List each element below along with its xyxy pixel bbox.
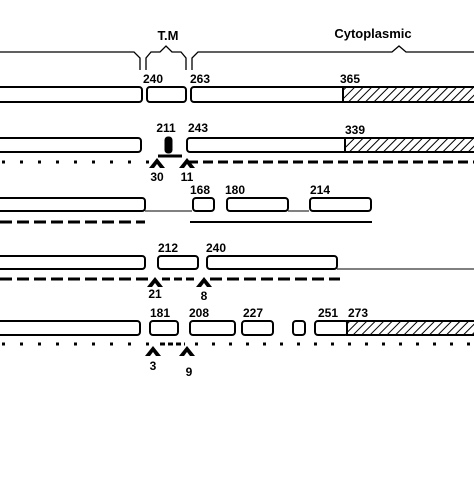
label-180: 180 bbox=[225, 183, 245, 197]
row-5: 181 208 227 251 273 3 9 bbox=[0, 306, 474, 379]
arrow-icon bbox=[196, 277, 212, 287]
row-4: 212 240 21 8 bbox=[0, 241, 474, 303]
segment bbox=[192, 197, 215, 212]
segment bbox=[314, 320, 349, 336]
cyto-bracket bbox=[191, 45, 474, 70]
hatched-region bbox=[342, 86, 474, 103]
hatched-region bbox=[346, 320, 474, 336]
arrow-icon bbox=[179, 158, 195, 168]
label-181: 181 bbox=[150, 306, 170, 320]
tm-label: T.M bbox=[158, 28, 179, 43]
arrow-icon bbox=[147, 277, 163, 287]
arrow-icon bbox=[179, 346, 195, 356]
label-240: 240 bbox=[206, 241, 226, 255]
label-208: 208 bbox=[189, 306, 209, 320]
hatched-region bbox=[344, 137, 474, 153]
label-251: 251 bbox=[318, 306, 338, 320]
label-273: 273 bbox=[348, 306, 368, 320]
header: T.M Cytoplasmic bbox=[0, 26, 474, 70]
arrow-label-21: 21 bbox=[148, 287, 162, 301]
cyto-segment bbox=[186, 137, 348, 153]
segment bbox=[0, 137, 142, 153]
row-1: 240 263 365 bbox=[0, 72, 474, 103]
row-3: 168 180 214 bbox=[0, 183, 372, 224]
segment bbox=[206, 255, 338, 270]
arrow-label-11: 11 bbox=[181, 170, 194, 184]
segment bbox=[157, 255, 199, 270]
segment bbox=[0, 86, 143, 103]
arrow-label-9: 9 bbox=[186, 365, 193, 379]
label-365: 365 bbox=[340, 72, 360, 86]
arrow-label-8: 8 bbox=[201, 289, 208, 303]
segment bbox=[0, 255, 146, 270]
label-214: 214 bbox=[310, 183, 330, 197]
segment bbox=[0, 197, 146, 212]
tm-bracket bbox=[145, 45, 187, 70]
segment bbox=[241, 320, 274, 336]
label-211: 211 bbox=[156, 121, 176, 135]
short-segment bbox=[164, 136, 173, 154]
cyto-segment bbox=[190, 86, 346, 103]
segment bbox=[292, 320, 306, 336]
arrow-icon bbox=[145, 346, 161, 356]
label-240: 240 bbox=[143, 72, 163, 86]
segment bbox=[0, 320, 141, 336]
label-243: 243 bbox=[188, 121, 208, 135]
tm-segment bbox=[146, 86, 187, 103]
cyto-label: Cytoplasmic bbox=[334, 26, 411, 41]
label-339: 339 bbox=[345, 123, 365, 137]
segment bbox=[189, 320, 236, 336]
label-212: 212 bbox=[158, 241, 178, 255]
row-2: 211 243 339 30 11 bbox=[0, 121, 474, 184]
label-168: 168 bbox=[190, 183, 210, 197]
segment bbox=[309, 197, 372, 212]
label-227: 227 bbox=[243, 306, 263, 320]
segment bbox=[149, 320, 179, 336]
segment bbox=[226, 197, 289, 212]
label-263: 263 bbox=[190, 72, 210, 86]
arrow-label-30: 30 bbox=[150, 170, 164, 184]
arrow-icon bbox=[149, 158, 165, 168]
arrow-label-3: 3 bbox=[150, 359, 157, 373]
left-bracket bbox=[0, 51, 141, 70]
